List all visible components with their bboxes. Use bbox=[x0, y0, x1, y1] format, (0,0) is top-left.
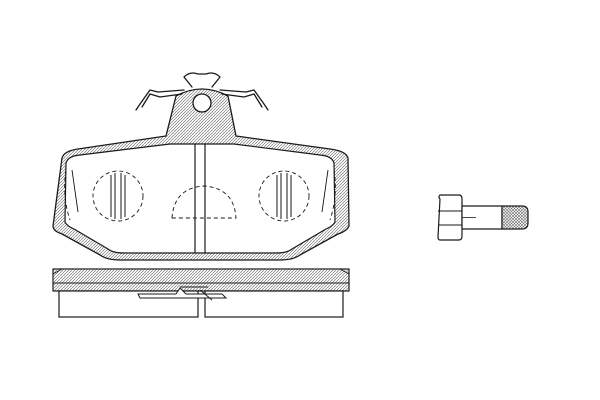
side-friction-right bbox=[204, 290, 344, 318]
side-friction-left bbox=[58, 290, 199, 318]
side-spring-clip bbox=[137, 287, 228, 299]
bolt-hex-head bbox=[437, 194, 463, 241]
bolt-knurled-end bbox=[501, 205, 529, 230]
rivet-lines bbox=[110, 173, 292, 219]
retaining-spring bbox=[135, 72, 269, 111]
guide-bolt bbox=[437, 194, 529, 241]
hidden-rivets bbox=[64, 169, 336, 222]
friction-lining bbox=[64, 143, 336, 254]
side-backing-plate bbox=[52, 268, 350, 292]
pad-front-view bbox=[52, 88, 350, 261]
mounting-hole bbox=[192, 93, 212, 113]
pad-side-view bbox=[52, 268, 350, 318]
